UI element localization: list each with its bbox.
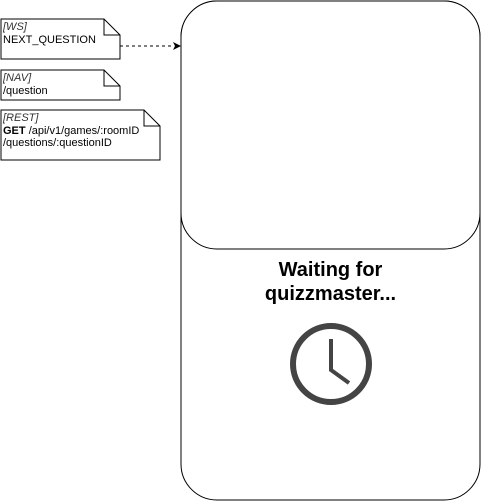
note-ws-shape <box>0 18 121 60</box>
note-rest: [REST] GET /api/v1/games/:roomID /questi… <box>3 112 139 150</box>
note-nav-line: /question <box>3 84 48 97</box>
note-rest-path: /api/v1/games/:roomID <box>28 124 140 137</box>
top-panel <box>180 0 481 250</box>
note-ws-tag: [WS] <box>3 21 27 33</box>
note-rest-tag: [REST] <box>3 112 39 124</box>
status-line-2: quizzmaster... <box>264 283 397 305</box>
note-ws: [WS] NEXT_QUESTION <box>3 21 96 46</box>
note-nav-shape <box>0 69 121 101</box>
note-rest-line-2: /questions/:questionID <box>3 137 112 149</box>
note-nav-tag: [NAV] <box>3 72 32 84</box>
note-ws-line: NEXT_QUESTION <box>3 33 96 46</box>
note-rest-line-1: GET /api/v1/games/:roomID <box>3 125 139 138</box>
note-rest-method: GET <box>3 124 26 137</box>
clock-icon <box>290 323 372 405</box>
status-line-1: Waiting for <box>278 259 383 281</box>
arrow-head <box>173 42 181 50</box>
waiting-status-text: Waiting for quizzmaster... <box>181 258 480 306</box>
note-rest-shape <box>0 109 161 161</box>
note-nav: [NAV] /question <box>3 72 48 97</box>
